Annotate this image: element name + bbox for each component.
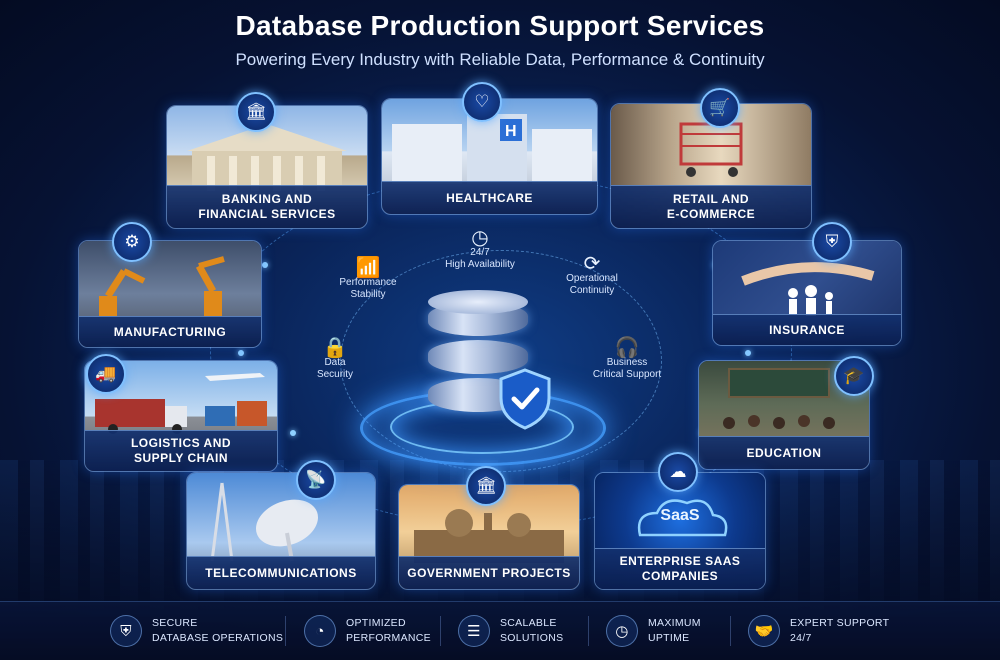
shopping-cart-icon: 🛒 (700, 88, 740, 128)
page-subtitle: Powering Every Industry with Reliable Da… (235, 50, 765, 69)
industry-label: INSURANCE (713, 314, 901, 345)
industry-label: EDUCATION (699, 436, 869, 469)
shield-check-icon: ⛨ (110, 615, 142, 647)
industry-card-healthcare[interactable]: H HEALTHCARE (381, 98, 598, 215)
industry-card-telecom[interactable]: TELECOMMUNICATIONS (186, 472, 376, 590)
refresh-icon: ⟳ (583, 253, 601, 275)
family-protection-illustration (741, 262, 875, 316)
growth-chart-icon: 📶 (355, 257, 381, 279)
antenna-tower-illustration (210, 482, 318, 562)
heart-pulse-icon: ♡ (462, 82, 502, 122)
handshake-icon: 🤝 (748, 615, 780, 647)
inner-orbit-ring (340, 250, 662, 472)
divider (588, 616, 589, 646)
connector-dot (238, 350, 244, 356)
page-title: Database Production Support Services (235, 10, 765, 41)
government-building-icon: 🏛 (466, 466, 506, 506)
industry-card-education[interactable]: EDUCATION (698, 360, 870, 470)
headset-icon: 🎧 (614, 337, 640, 359)
industry-label: TELECOMMUNICATIONS (187, 556, 375, 589)
connector-dot (290, 430, 296, 436)
antenna-icon: 📡 (296, 460, 336, 500)
cloud-icon: ☁ (658, 452, 698, 492)
lock-shield-icon: 🔒 (322, 337, 348, 359)
database-icon: ☰ (458, 615, 490, 647)
industry-card-insurance[interactable]: INSURANCE (712, 240, 902, 346)
bank-building-illustration (187, 124, 347, 191)
svg-text:H: H (505, 123, 517, 140)
saas-cloud-illustration (637, 499, 728, 537)
clock-icon: ◷ (606, 615, 638, 647)
truck-icon: 🚚 (86, 354, 126, 394)
classroom-illustration (723, 368, 835, 429)
speedometer-icon: ◔ (304, 615, 336, 647)
bank-icon: 🏛 (236, 92, 276, 132)
gear-icon: ⚙ (112, 222, 152, 262)
connector-dot (262, 262, 268, 268)
saas-text: SaaS (660, 507, 700, 524)
truck-plane-illustration (95, 373, 267, 434)
shield-check-icon: ⛨ (812, 222, 852, 262)
divider (440, 616, 441, 646)
shield-check-icon (499, 368, 551, 430)
shopping-cart-illustration (679, 122, 743, 177)
divider (730, 616, 731, 646)
industry-label: GOVERNMENT PROJECTS (399, 556, 579, 589)
robot-arm-illustration (99, 256, 225, 316)
industry-card-manufacturing[interactable]: MANUFACTURING (78, 240, 262, 348)
hospital-illustration: H (392, 114, 592, 184)
divider (285, 616, 286, 646)
industry-label: HEALTHCARE (382, 181, 597, 214)
clock-24-icon: ◷ (471, 227, 489, 249)
industry-label: MANUFACTURING (79, 316, 261, 347)
graduation-cap-icon: 🎓 (834, 356, 874, 396)
connector-dot (745, 350, 751, 356)
